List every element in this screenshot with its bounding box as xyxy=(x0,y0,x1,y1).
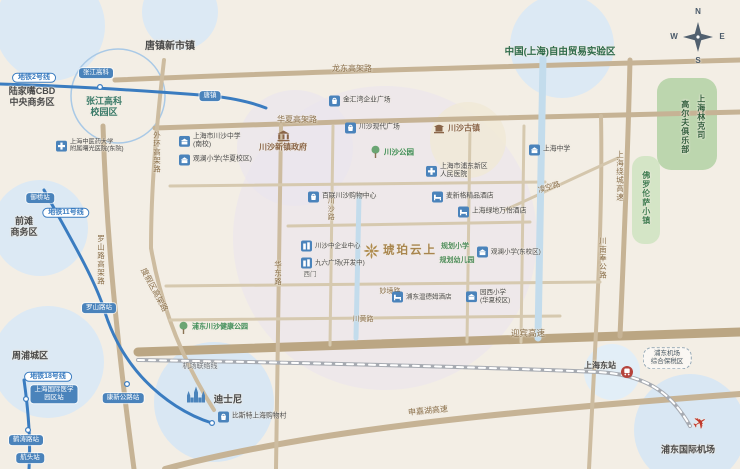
road-huadong xyxy=(274,124,283,469)
road-shenjiahu-expressway xyxy=(162,391,740,469)
compass-center xyxy=(696,35,700,39)
road-waihuan-elevated xyxy=(149,58,166,250)
road-yingbin-expressway xyxy=(133,327,740,357)
metro-line-11 xyxy=(42,188,214,425)
road-chuansha xyxy=(328,124,335,347)
metro-station-dot xyxy=(209,420,216,427)
metro-station-dot xyxy=(123,381,130,388)
metro-station-dot xyxy=(96,83,103,90)
road-longdong-elevated xyxy=(112,57,740,83)
river-canal-east xyxy=(534,54,547,342)
zhangjiang-ring xyxy=(70,48,166,144)
road-grid-v3 xyxy=(519,124,526,344)
road-chuannanfeng xyxy=(587,114,604,469)
river-canal-center xyxy=(353,193,362,341)
road-raocheng-expressway xyxy=(617,57,633,339)
blob-northwest-2 xyxy=(142,0,218,50)
roads-and-lines xyxy=(0,54,740,469)
road-grid-v2 xyxy=(465,126,472,344)
blob-disney xyxy=(154,342,274,462)
compass-icon xyxy=(683,22,713,52)
road-chuanhuang xyxy=(168,314,562,322)
road-huaxia-elevated xyxy=(152,109,740,131)
metro-station-dot xyxy=(99,303,106,310)
metro-station-dot xyxy=(46,193,53,200)
blob-qiantan xyxy=(0,180,88,276)
metro-line-2 xyxy=(0,82,268,110)
road-luoshan-elevated xyxy=(100,123,137,469)
blob-zhoupu xyxy=(0,306,104,418)
blob-ftz xyxy=(510,0,614,98)
metro-station-dot xyxy=(210,92,217,99)
road-grid-mid xyxy=(286,220,532,228)
metro-station-dot xyxy=(23,396,30,403)
golf-club-box xyxy=(657,78,717,170)
rail-airport-link-dash xyxy=(137,359,691,427)
road-lingkong xyxy=(503,156,620,212)
florence-town-box xyxy=(632,156,660,244)
metro-station-dot xyxy=(26,452,33,459)
road-grid-north xyxy=(168,180,547,188)
metro-station-dot xyxy=(25,427,32,434)
road-miaojing xyxy=(164,280,602,288)
blob-government xyxy=(237,90,353,206)
blob-northwest-1 xyxy=(0,0,105,81)
